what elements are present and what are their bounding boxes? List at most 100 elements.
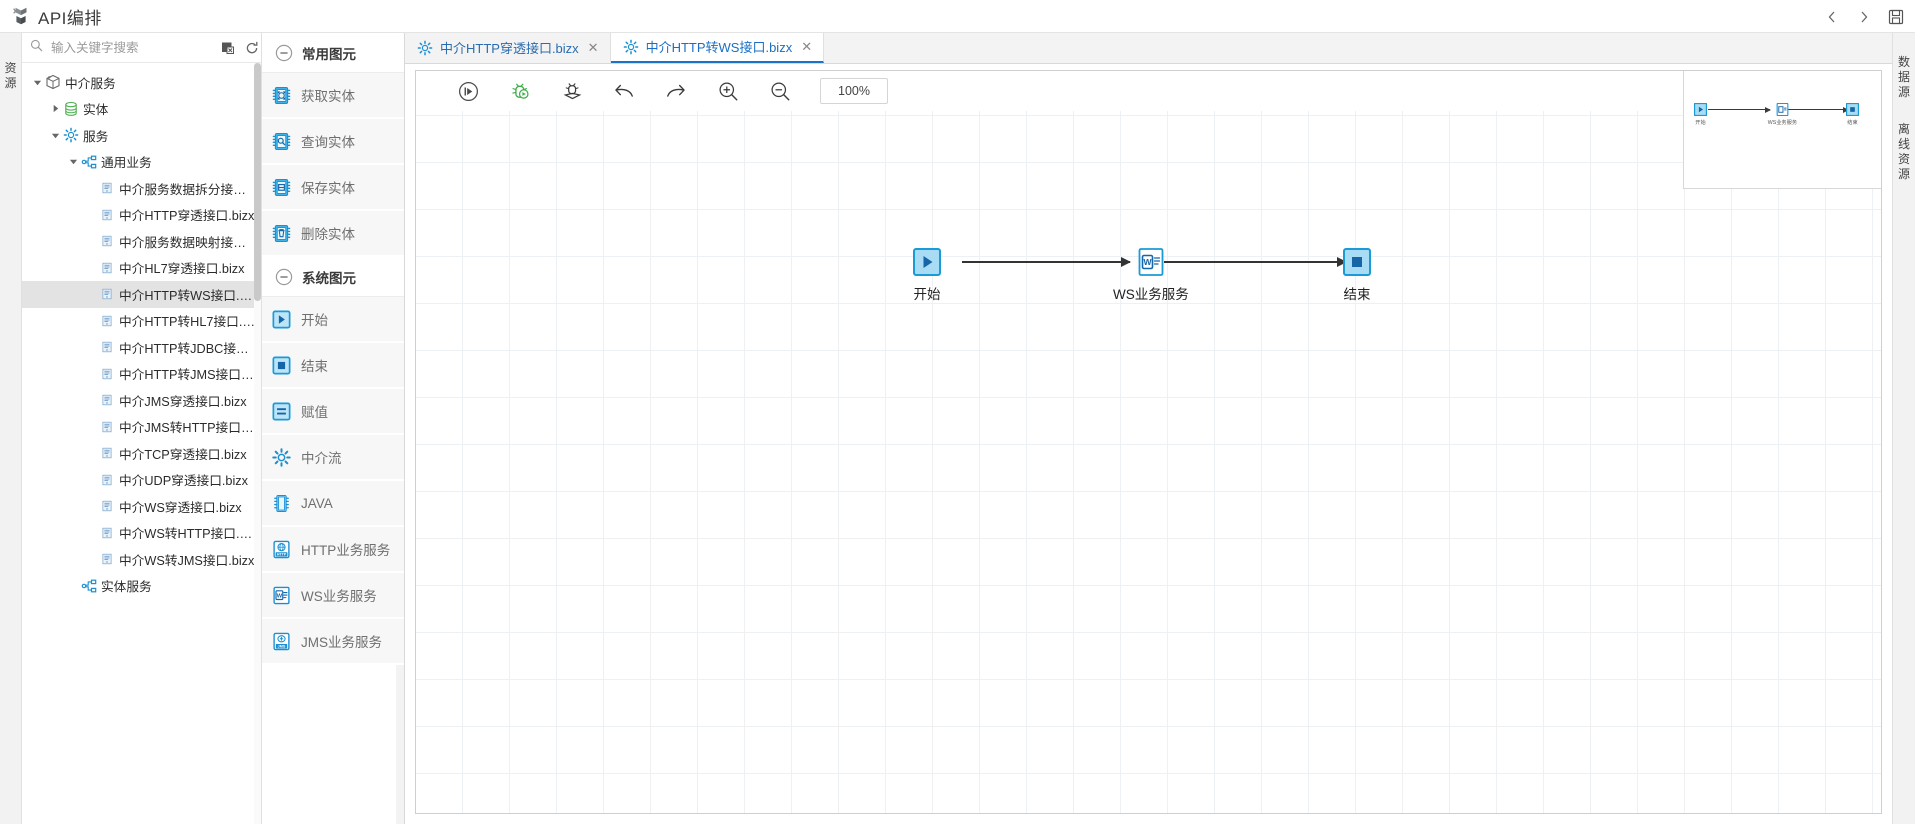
- refresh-icon[interactable]: [244, 40, 259, 55]
- database-icon: [62, 101, 80, 117]
- left-rail: 资源: [0, 33, 22, 824]
- palette-item[interactable]: 保存实体: [262, 165, 404, 211]
- app-title: API编排: [38, 8, 102, 28]
- query-entity-icon: [272, 132, 291, 151]
- tree-node-label: 中介WS转HTTP接口.bizx: [119, 527, 257, 542]
- search-input[interactable]: [49, 39, 214, 56]
- svg-text:x: x: [106, 534, 108, 538]
- node-end[interactable]: 结束: [1343, 248, 1371, 303]
- tree-node-label: 实体服务: [101, 580, 152, 595]
- palette-item[interactable]: JAVA: [262, 481, 404, 527]
- undo-arrow-icon[interactable]: [598, 71, 650, 111]
- tab-label: 中介HTTP转WS接口.bizx: [645, 40, 793, 55]
- palette-item[interactable]: 赋值: [262, 389, 404, 435]
- sidebar-item-resources[interactable]: 资源: [4, 61, 17, 90]
- zoom-in-icon[interactable]: [702, 71, 754, 111]
- chevron-down-icon[interactable]: [48, 131, 62, 140]
- run-circle-icon[interactable]: [442, 71, 494, 111]
- edge-ws-to-end[interactable]: [1164, 257, 1347, 267]
- deploy-icon[interactable]: [546, 71, 598, 111]
- tree-node-label: 中介WS穿透接口.bizx: [119, 500, 242, 515]
- tree-node-label: 中介HTTP穿透接口.bizx: [119, 209, 255, 224]
- palette-item[interactable]: 结束: [262, 343, 404, 389]
- tree-scrollbar-track: [254, 63, 261, 824]
- node-start[interactable]: 开始: [913, 248, 941, 303]
- java-icon: [272, 494, 291, 513]
- tree-node[interactable]: 通用业务: [22, 149, 261, 176]
- palette-section-header[interactable]: 系统图元: [262, 257, 404, 297]
- canvas-toolbar: 100%: [416, 71, 1881, 111]
- palette-item[interactable]: 获取实体: [262, 73, 404, 119]
- palette-item[interactable]: 中介流: [262, 435, 404, 481]
- bizx-file-icon: x: [98, 474, 116, 486]
- datasource-rail-item[interactable]: 数据源: [1897, 55, 1910, 99]
- tree-node-label: 中介HL7穿透接口.bizx: [119, 262, 245, 277]
- zoom-out-icon[interactable]: [754, 71, 806, 111]
- close-icon[interactable]: ✕: [587, 39, 599, 55]
- tree-scrollbar-thumb[interactable]: [254, 63, 261, 301]
- filter-icon[interactable]: [220, 40, 235, 55]
- palette-section-label: 常用图元: [302, 46, 356, 62]
- node-ws-service[interactable]: W WS业务服务: [1113, 248, 1189, 303]
- svg-text:x: x: [106, 401, 108, 405]
- offline-resource-rail-item[interactable]: 离线资源: [1897, 122, 1910, 181]
- redo-arrow-icon[interactable]: [650, 71, 702, 111]
- minimap-node-label: 结束: [1847, 120, 1858, 126]
- palette-item[interactable]: 删除实体: [262, 211, 404, 257]
- debug-run-icon[interactable]: [494, 71, 546, 111]
- canvas-frame[interactable]: 100%: [415, 70, 1882, 814]
- bizx-file-icon: x: [98, 341, 116, 353]
- chevron-down-icon[interactable]: [30, 78, 44, 87]
- tree-node[interactable]: 服务: [22, 122, 261, 149]
- nav-back-button[interactable]: [1823, 8, 1841, 26]
- close-icon[interactable]: ✕: [801, 38, 813, 54]
- tree-node[interactable]: x 中介WS穿透接口.bizx: [22, 493, 261, 520]
- minimap[interactable]: 开始 WS业务服务: [1683, 71, 1881, 189]
- palette-item[interactable]: 开始: [262, 297, 404, 343]
- svg-text:x: x: [106, 481, 108, 485]
- palette-item[interactable]: 查询实体: [262, 119, 404, 165]
- editor-tab[interactable]: 中介HTTP转WS接口.bizx ✕: [610, 32, 825, 63]
- editor-tab[interactable]: 中介HTTP穿透接口.bizx✕: [405, 32, 611, 63]
- palette-item-label: HTTP业务服务: [301, 543, 391, 558]
- svg-text:x: x: [106, 216, 108, 220]
- bizx-file-icon: x: [98, 527, 116, 539]
- tree-node[interactable]: x 中介WS转HTTP接口.bizx: [22, 520, 261, 547]
- tree-node[interactable]: x 中介HTTP穿透接口.bizx: [22, 202, 261, 229]
- zoom-level-input[interactable]: 100%: [820, 78, 888, 104]
- gear-icon: [62, 127, 80, 143]
- nav-forward-button[interactable]: [1855, 8, 1873, 26]
- ws-service-icon: W: [272, 586, 291, 605]
- chevron-right-icon[interactable]: [48, 104, 62, 113]
- svg-text:W: W: [277, 593, 283, 599]
- chevron-down-icon[interactable]: [66, 157, 80, 166]
- palette-section-header[interactable]: 常用图元: [262, 33, 404, 73]
- tree-node[interactable]: 实体: [22, 96, 261, 123]
- tree-node[interactable]: 中介服务: [22, 69, 261, 96]
- get-entity-icon: [272, 86, 291, 105]
- svg-text:x: x: [106, 242, 108, 246]
- save-floppy-icon[interactable]: [1887, 8, 1905, 26]
- edge-start-to-ws[interactable]: [962, 257, 1131, 267]
- svg-text:x: x: [106, 507, 108, 511]
- palette-item-label: 获取实体: [301, 89, 355, 104]
- tree-node[interactable]: 实体服务: [22, 573, 261, 600]
- minimap-node-end: 结束: [1846, 103, 1859, 126]
